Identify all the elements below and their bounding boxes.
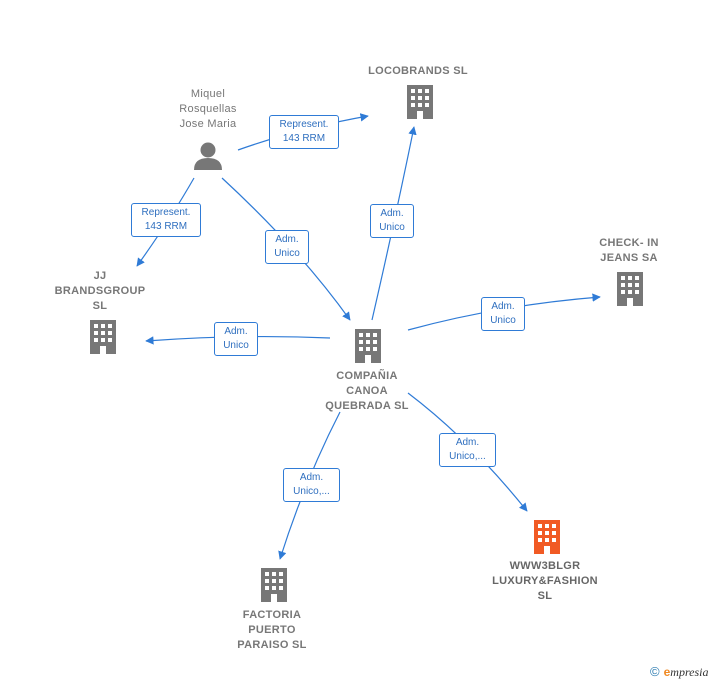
building-icon[interactable] (90, 320, 116, 354)
building-icon[interactable] (407, 85, 433, 119)
node-label-person[interactable]: Miquel Rosquellas Jose Maria (179, 88, 237, 130)
node-label-locobrands[interactable]: LOCOBRANDS SL (368, 65, 468, 77)
edge-label-person-locobrands[interactable]: Represent. 143 RRM (269, 115, 339, 149)
footer-brand: ©empresia (650, 664, 709, 680)
brand-logo-text: mpresia (670, 665, 709, 679)
person-icon[interactable] (194, 142, 222, 171)
node-label-factoria[interactable]: FACTORIA PUERTO PARAISO SL (237, 609, 307, 651)
building-icon[interactable] (355, 329, 381, 363)
building-icon[interactable] (617, 272, 643, 306)
building-icon-highlight[interactable] (534, 520, 560, 554)
node-label-jj[interactable]: JJ BRANDSGROUP SL (54, 270, 146, 312)
edge-label-canoa-jj[interactable]: Adm. Unico (214, 322, 258, 356)
edge-label-canoa-locobrands[interactable]: Adm. Unico (370, 204, 414, 238)
copyright-symbol: © (650, 664, 660, 679)
edge-label-person-jj[interactable]: Represent. 143 RRM (131, 203, 201, 237)
building-icon[interactable] (261, 568, 287, 602)
edge-label-canoa-factoria[interactable]: Adm. Unico,... (283, 468, 340, 502)
edge-label-person-canoa[interactable]: Adm. Unico (265, 230, 309, 264)
edge-label-canoa-www3[interactable]: Adm. Unico,... (439, 433, 496, 467)
edge-label-canoa-checkin[interactable]: Adm. Unico (481, 297, 525, 331)
node-label-canoa[interactable]: COMPAÑIA CANOA QUEBRADA SL (325, 370, 409, 412)
node-label-checkin[interactable]: CHECK- IN JEANS SA (599, 237, 659, 264)
node-label-www3[interactable]: WWW3BLGR LUXURY&FASHION SL (492, 560, 598, 602)
brand-logo-initial: e (663, 665, 671, 679)
